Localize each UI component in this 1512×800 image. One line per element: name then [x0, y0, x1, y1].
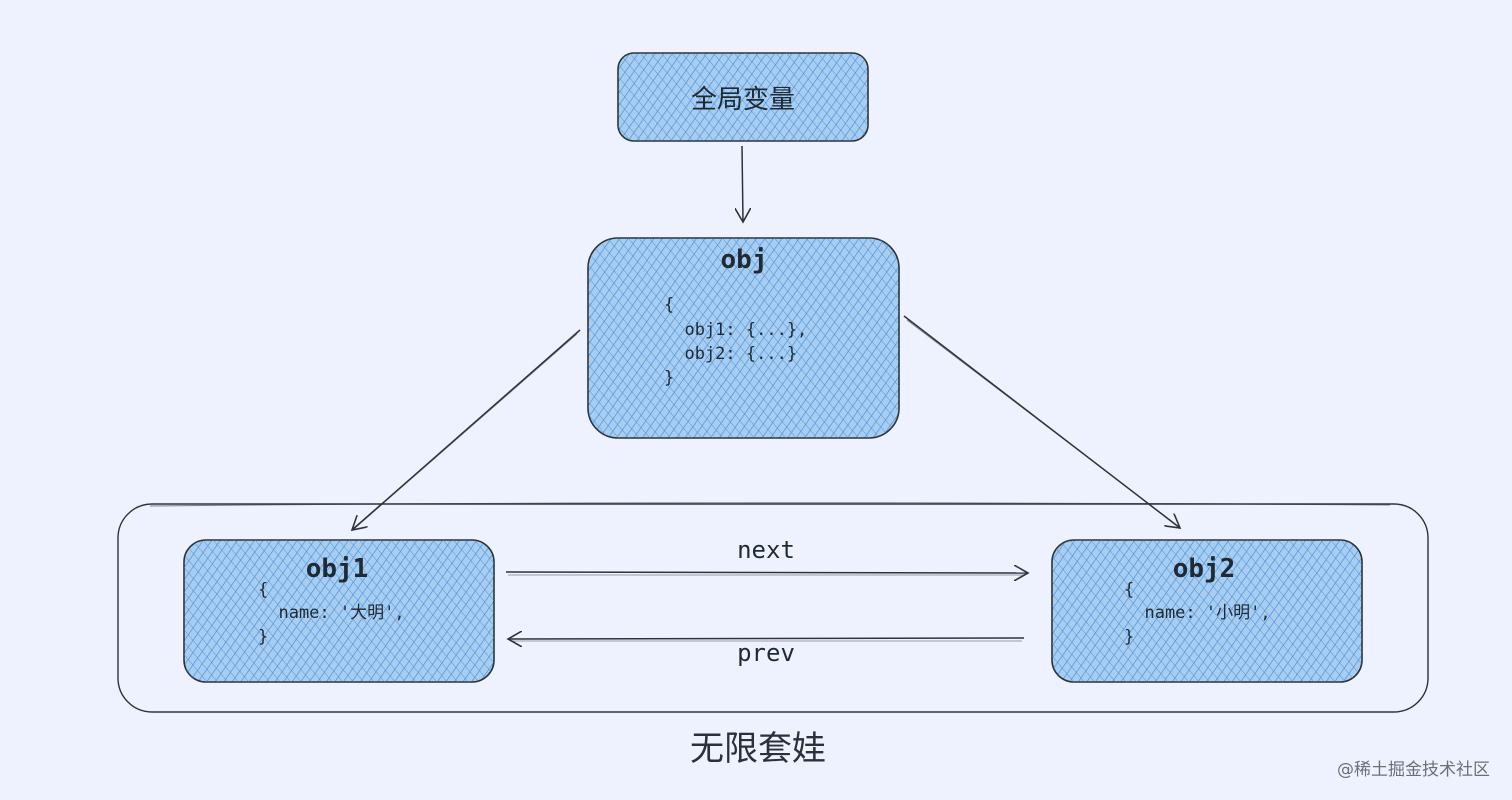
- group-label: 无限套娃: [690, 729, 826, 769]
- node-global-variable: 全局变量: [617, 52, 869, 142]
- node-obj2-title: obj2: [1173, 554, 1236, 584]
- node-obj2-line-2: name: '小明',: [1124, 603, 1271, 623]
- group-container: [117, 503, 1429, 713]
- node-obj2: obj2 { name: '小明', }: [1051, 539, 1363, 683]
- arrow-prev: [508, 638, 1025, 639]
- node-obj2-line-1: {: [1124, 580, 1134, 600]
- node-obj1: obj1 { name: '大明', }: [183, 539, 495, 683]
- node-obj-title: obj: [721, 245, 768, 275]
- edge-label-prev: prev: [737, 639, 795, 667]
- arrow-global-to-obj: [742, 145, 743, 222]
- node-obj-line-1: {: [664, 295, 674, 315]
- node-obj-line-2: obj1: {...},: [664, 320, 807, 340]
- arrow-obj-to-obj1: [352, 329, 581, 530]
- node-obj2-line-3: }: [1124, 627, 1134, 647]
- node-obj-line-3: obj2: {...}: [664, 344, 797, 364]
- node-obj1-title: obj1: [306, 554, 369, 584]
- node-obj-line-4: }: [664, 368, 674, 388]
- node-obj1-line-2: name: '大明',: [258, 603, 405, 623]
- node-obj: obj { obj1: {...}, obj2: {...} }: [587, 237, 900, 439]
- arrow-next: [505, 572, 1028, 573]
- node-obj1-line-1: {: [258, 580, 268, 600]
- node-global-variable-label: 全局变量: [691, 85, 795, 115]
- node-obj1-line-3: }: [258, 627, 268, 647]
- watermark: @稀土掘金技术社区: [1337, 760, 1490, 780]
- edge-label-next: next: [737, 536, 795, 564]
